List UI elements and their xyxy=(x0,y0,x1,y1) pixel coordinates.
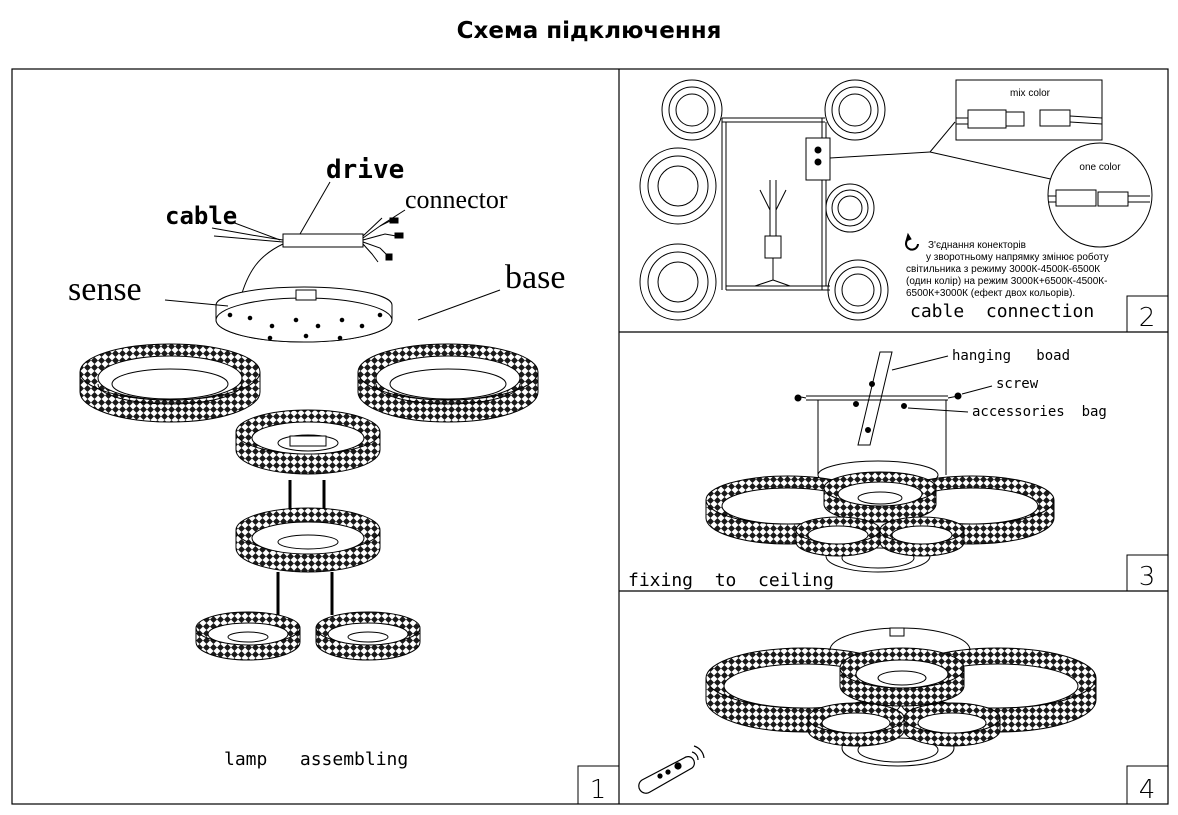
panel-3-number: 3 xyxy=(1139,562,1156,592)
ring-center-upper xyxy=(235,409,381,475)
label-base: base xyxy=(505,259,565,296)
panel-3-caption: fixing to ceiling xyxy=(628,570,834,591)
panel-2-note-line-2: у зворотньому напрямку змінює роботу xyxy=(926,251,1109,263)
panel-2-note-line-1: З'єднання конекторів xyxy=(928,240,1026,251)
panel-1-number: 1 xyxy=(590,775,607,805)
one-color-label: one color xyxy=(1079,162,1121,173)
page-title: Схема підключення xyxy=(456,18,722,44)
panel-2-note-line-5: 6500К+3000К (ефект двох кольорів). xyxy=(906,287,1075,299)
label-cable: cable xyxy=(165,202,237,230)
label-accessories-bag: accessories bag xyxy=(972,404,1107,420)
panel-1-caption: lamp assembling xyxy=(224,749,408,770)
label-connector: connector xyxy=(405,185,508,214)
panel-2-caption: cable connection xyxy=(910,301,1094,322)
mix-color-label: mix color xyxy=(1010,88,1051,99)
panel-2-note-line-4: (один колір) на режим 3000К+6500К-4500К- xyxy=(906,276,1107,287)
label-hanging-board: hanging boad xyxy=(952,348,1070,364)
ring-large-left xyxy=(79,343,261,423)
drive-box xyxy=(282,233,364,248)
label-drive: drive xyxy=(326,155,404,185)
ring-small-right xyxy=(315,611,421,661)
panel-4-assembled-lamp xyxy=(705,627,1097,767)
panel-3-fixing-to-ceiling xyxy=(705,351,1055,573)
panel-2-note-line-3: світильника з режиму 3000К-4500К-6500К xyxy=(906,264,1100,275)
ring-center-lower xyxy=(235,507,381,573)
panel-number-boxes xyxy=(577,295,1169,805)
ring-large-right xyxy=(357,343,539,423)
panel-1-lamp-assembling xyxy=(79,181,539,661)
panel-2-cable-connection xyxy=(639,79,1153,321)
label-sense: sense xyxy=(68,271,142,308)
ring-small-left xyxy=(195,611,301,661)
panel-4-number: 4 xyxy=(1139,775,1156,805)
panel-2-number: 2 xyxy=(1139,303,1156,333)
label-screw: screw xyxy=(996,376,1039,392)
remote-control-icon xyxy=(638,745,705,794)
